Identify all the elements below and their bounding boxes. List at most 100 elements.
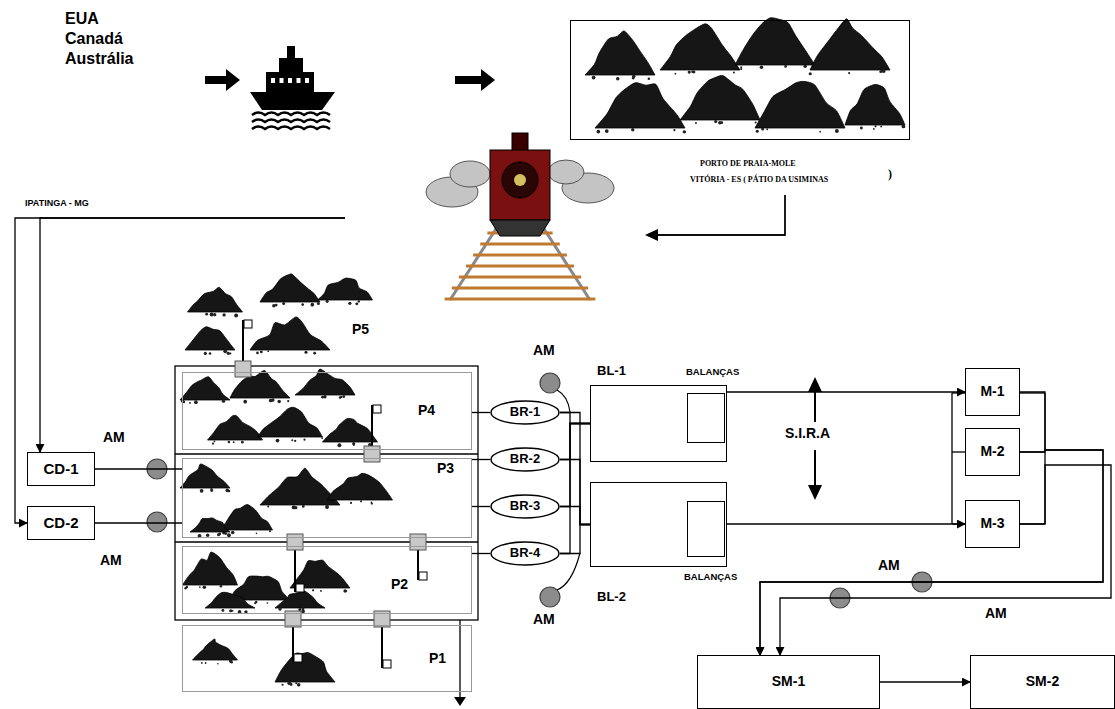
coal-lump [321, 437, 323, 439]
rail-tie [452, 287, 588, 290]
coal-pile [585, 31, 655, 75]
train-arrowhead [645, 229, 658, 241]
coal-lump [360, 500, 362, 502]
coal-lump [313, 352, 316, 355]
rail-tie [473, 254, 567, 257]
conveyor-ellipse: BR-1 [490, 400, 560, 425]
yard-label: P3 [435, 461, 456, 476]
node-label: CD-2 [43, 515, 78, 532]
yard-output-line [459, 620, 460, 697]
mill-bracket-stub [952, 451, 965, 452]
coal-lump [673, 129, 675, 131]
node-label: M-1 [980, 384, 1004, 399]
coal-lump [224, 532, 227, 535]
coal-pile [218, 504, 273, 530]
machine-body [287, 534, 303, 550]
coal-pile [208, 415, 263, 440]
process-box: BL-2BALANÇAS [590, 482, 727, 567]
coal-lump [272, 304, 276, 308]
coal-lump [350, 502, 352, 504]
flow-connector [560, 424, 590, 460]
coal-lump [301, 610, 305, 614]
coal-pile [185, 327, 235, 350]
flow-connector [560, 424, 590, 507]
coal-lump [592, 76, 596, 80]
conveyor-ellipse: BR-3 [490, 494, 560, 519]
ellipse-shape [491, 401, 559, 424]
coal-lump [355, 302, 358, 305]
coal-lump [740, 68, 742, 70]
coal-pile [810, 19, 890, 70]
coal-lump [348, 302, 351, 305]
flow-connector [472, 553, 490, 554]
rail-tie [466, 265, 574, 268]
sira-arrow-head [808, 485, 822, 500]
coal-lump [835, 129, 839, 133]
locomotive-chimney [512, 133, 528, 151]
coal-lump [228, 441, 231, 444]
coal-lump [345, 590, 347, 592]
coal-lump [199, 586, 201, 588]
coal-pile [183, 552, 238, 585]
mill-bracket [951, 393, 952, 524]
coal-lump [287, 400, 289, 402]
diagram-label: ) [888, 168, 892, 181]
coal-lump [271, 398, 275, 402]
coal-lump [733, 72, 735, 74]
yard-frame [175, 366, 478, 620]
ship-hull [250, 92, 335, 110]
ship-window [297, 78, 301, 83]
coal-lump [222, 313, 225, 316]
coal-lump [882, 69, 886, 73]
node-label: VITÓRIA - ES ( PÁTIO DA USIMINAS [690, 176, 828, 185]
coal-lump [803, 65, 807, 69]
coal-lump [860, 126, 863, 129]
ellipse-shape [491, 448, 559, 471]
coal-lump [210, 488, 212, 490]
sira-arrow-line [814, 450, 816, 486]
locomotive-cowcatcher [490, 220, 550, 236]
yard-label: P2 [389, 577, 410, 592]
coal-lump [294, 440, 296, 442]
coal-pile [275, 653, 335, 682]
coal-lump [260, 351, 263, 354]
ship-funnel [287, 46, 295, 58]
diagram-label: P5 [352, 322, 369, 337]
ship-window [271, 78, 275, 83]
coal-lump [756, 130, 759, 133]
diagram-label: AM [103, 430, 125, 445]
diagram-label: AM [985, 606, 1007, 621]
sampler-lead [557, 553, 580, 590]
coal-lump [222, 399, 225, 402]
coal-lump [205, 662, 207, 664]
coal-lump [209, 352, 212, 355]
coal-lump [231, 531, 235, 535]
coal-lump [873, 128, 875, 130]
coal-lump [233, 441, 235, 443]
coal-lump [269, 530, 271, 532]
coal-lump [227, 533, 231, 537]
coal-pile [180, 464, 230, 488]
coal-lump [809, 72, 812, 75]
ship-window [288, 78, 292, 83]
flow-connector [560, 424, 590, 554]
coal-pile [595, 83, 685, 128]
coal-lump [631, 128, 634, 131]
coal-pile [258, 407, 323, 437]
machine-body [364, 446, 380, 462]
node-label: BALANÇAS [684, 572, 737, 582]
node-label: BALANÇAS [686, 367, 739, 377]
coal-lump [255, 601, 258, 604]
port-outline [570, 20, 910, 140]
coal-lump [740, 66, 742, 68]
node-label: BR-3 [510, 499, 540, 513]
node-label: BR-1 [510, 405, 540, 419]
rail-tie [445, 298, 596, 301]
locomotive-lamp [514, 174, 526, 186]
stockyard-band: P1 [182, 625, 472, 692]
coal-lump [229, 609, 232, 612]
origin-label: Austrália [65, 50, 133, 68]
coal-pile [680, 76, 760, 120]
